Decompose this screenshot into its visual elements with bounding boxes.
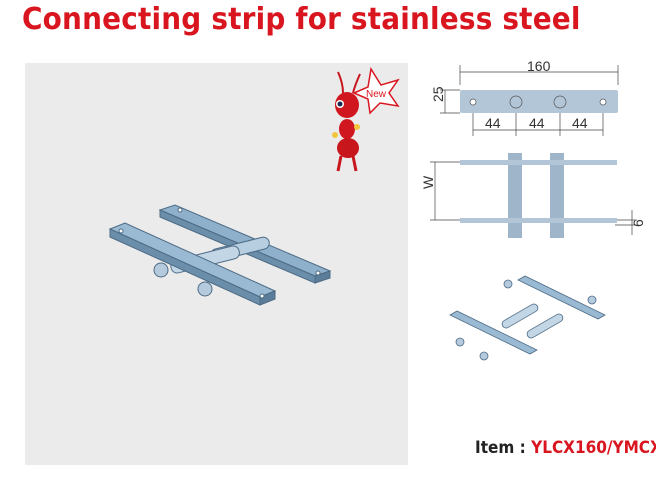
item-code-label: Item : YLCX160/YMCX16: [475, 438, 656, 458]
new-star-badge: New: [352, 66, 400, 115]
pitch-dimension: 44: [572, 115, 588, 131]
page-title: Connecting strip for stainless steel: [22, 2, 581, 37]
product-render-panel: New: [25, 63, 408, 465]
length-dimension: 160: [527, 60, 551, 74]
pitch-dimension: 44: [485, 115, 501, 131]
new-badge-text: New: [366, 89, 387, 100]
side-view-drawing: W 6: [420, 153, 646, 238]
thickness-dimension: 6: [630, 219, 646, 227]
ant-mascot: [332, 71, 361, 172]
item-label: Item :: [475, 438, 526, 458]
item-code: YLCX160/YMCX16: [531, 438, 656, 458]
width-label: W: [420, 175, 436, 189]
connecting-strip-render: [108, 204, 332, 306]
top-view-drawing: 160 25 44 44 44: [430, 60, 619, 136]
mascot-ant-icon: New: [108, 66, 400, 306]
pitch-dimension: 44: [529, 115, 545, 131]
height-dimension: 25: [430, 86, 446, 102]
exploded-view: [449, 275, 606, 361]
